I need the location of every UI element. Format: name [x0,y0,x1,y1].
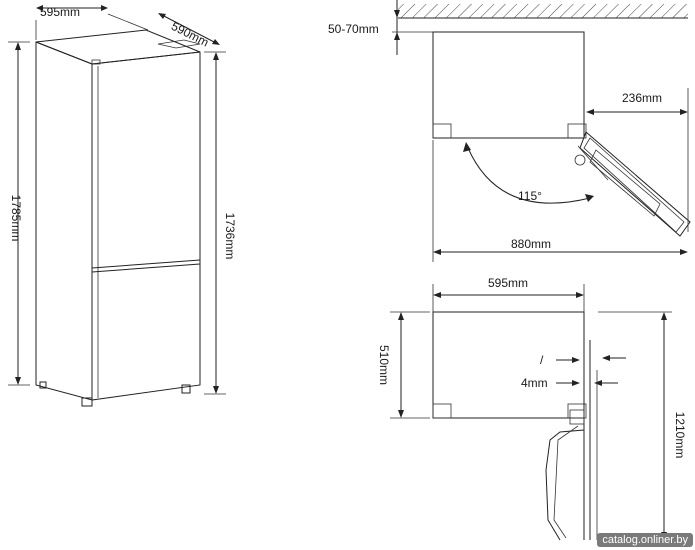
total-height-label: 1785mm [9,195,23,242]
side-height-label: 1210mm [673,412,687,459]
fridge-3d-view [35,29,201,407]
plan-depth-label: 510mm [377,345,391,385]
wall-gap-label: 50-70mm [328,22,379,36]
depth-top-label: 590mm [169,19,211,50]
open-depth-label: 880mm [511,237,551,251]
door-angle-label: 115° [518,189,542,203]
body-height-label: 1736mm [223,213,237,260]
depth-dimension: 590mm [158,13,220,50]
total-height-dimension: 1785mm [8,41,30,386]
width-top-label: 595mm [40,5,80,19]
door-protrusion-label: 236mm [622,91,662,105]
gap-4mm-label: 4mm [521,376,548,390]
body-height-dimension: 1736mm [204,51,237,395]
width-dimension: 595mm [35,5,149,40]
plan-view: 595mm 510mm / 4mm 1210mm [377,276,687,541]
slash-mark: / [540,353,544,367]
watermark: catalog.onliner.by [597,533,693,547]
plan-width-label: 595mm [488,276,528,290]
top-view-open-door: 50-70mm 236mm 115° 880mm [328,0,691,262]
